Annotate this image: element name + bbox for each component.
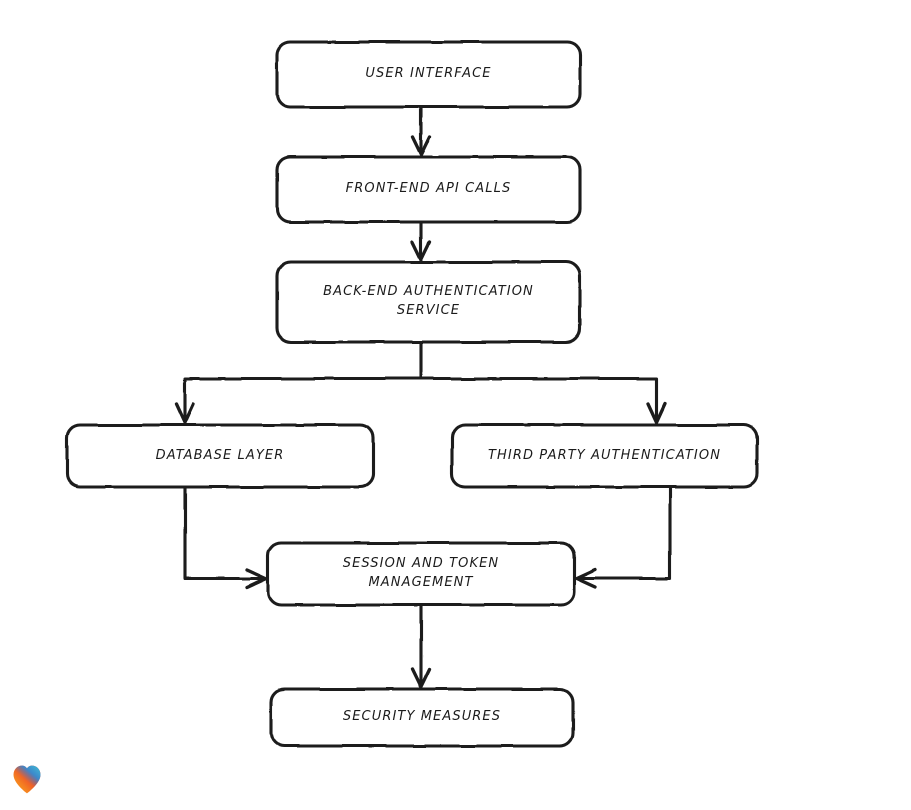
node-box-back-end-authentication-service [275,260,582,344]
edge-backend-to-thirdparty [419,376,668,425]
edge-backend-to-database [174,341,423,425]
node-box-database-layer [65,423,375,489]
edge-database-to-session [183,486,268,589]
node-box-front-end-api-calls [275,155,582,224]
edge-session-to-security [410,604,432,689]
node-box-session-and-token-management [266,541,576,607]
node-box-third-party-authentication [450,423,759,489]
edge-api-to-backend [410,221,432,262]
edge-ui-to-api [410,106,432,157]
heart-icon [13,765,41,794]
node-box-user-interface [275,40,582,109]
edge-thirdparty-to-session [574,486,672,589]
node-box-security-measures [269,687,575,748]
